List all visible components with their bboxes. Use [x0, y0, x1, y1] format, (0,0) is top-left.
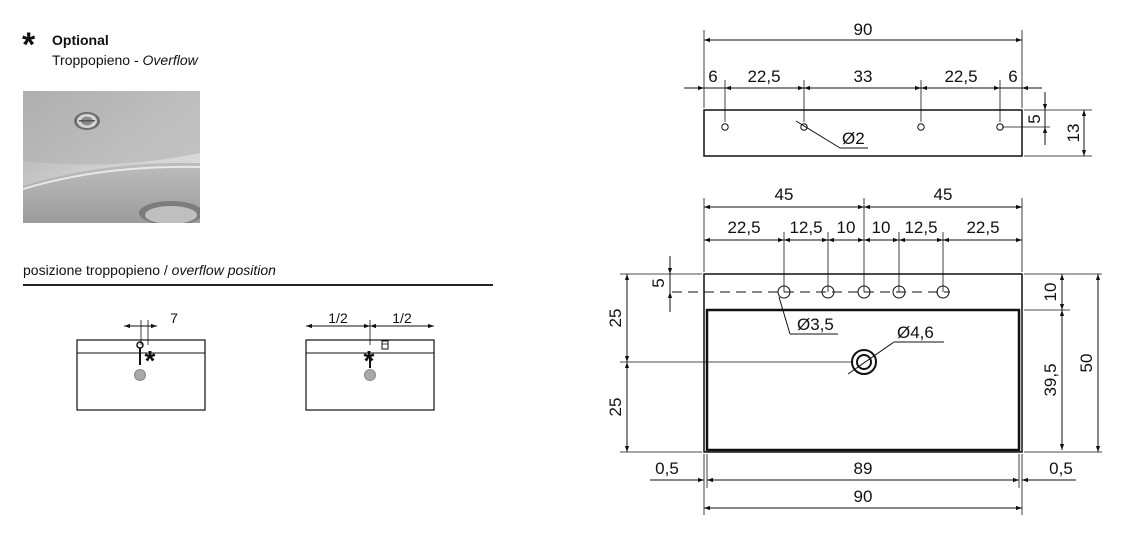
top-segment-label: 12,5 — [904, 218, 937, 237]
overflow-position-left — [76, 320, 206, 411]
right-basin-label: 39,5 — [1041, 363, 1060, 396]
tap-hole — [857, 285, 871, 299]
left-lower-label: 25 — [606, 398, 625, 417]
overflow-photo-icon — [23, 91, 200, 223]
drain-hole — [851, 349, 877, 375]
optional-star-icon: * — [364, 345, 375, 376]
overflow-position-heading-en: overflow position — [171, 262, 276, 278]
side-hole — [800, 123, 808, 131]
basin-outline — [705, 308, 1021, 452]
inner-width-label: 89 — [854, 459, 873, 478]
side-hole — [721, 123, 729, 131]
legend-subtitle-it: Troppopieno - — [52, 52, 143, 68]
margin-right-label: 0,5 — [1049, 459, 1073, 478]
tap-hole — [777, 285, 791, 299]
offset-label: 7 — [170, 310, 178, 326]
left-offset-label: 5 — [649, 278, 668, 287]
tap-hole — [821, 285, 835, 299]
overflow-position-heading-it: posizione troppopieno / — [23, 262, 172, 278]
tap-hole — [892, 285, 906, 299]
top-segment-label: 22,5 — [966, 218, 999, 237]
side-height-small-label: 5 — [1025, 114, 1044, 123]
tap-hole-diameter-label: Ø3,5 — [797, 315, 834, 334]
right-total-label: 50 — [1077, 354, 1096, 373]
heading-divider — [23, 284, 493, 286]
top-segment-label: 10 — [837, 218, 856, 237]
side-segment-label: 33 — [854, 67, 873, 86]
side-height-total-label: 13 — [1064, 124, 1083, 143]
side-segment-label: 6 — [1008, 67, 1017, 86]
half-label: 1/2 — [328, 310, 348, 326]
right-upper-label: 10 — [1041, 283, 1060, 302]
top-view-outer — [703, 273, 1023, 453]
margin-left-label: 0,5 — [655, 459, 679, 478]
side-segment-label: 22,5 — [944, 67, 977, 86]
overflow-position-heading: posizione troppopieno / overflow positio… — [23, 262, 276, 278]
optional-star-icon: * — [22, 26, 36, 64]
top-segment-label: 12,5 — [789, 218, 822, 237]
top-half-label: 45 — [775, 185, 794, 204]
side-hole — [917, 123, 925, 131]
side-segment-label: 6 — [708, 67, 717, 86]
drain-diameter-label: Ø4,6 — [897, 323, 934, 342]
side-view-outline — [703, 109, 1023, 157]
top-segment-label: 10 — [872, 218, 891, 237]
overflow-position-right — [305, 320, 435, 411]
top-half-label: 45 — [934, 185, 953, 204]
optional-star-icon: * — [145, 345, 156, 376]
side-segment-label: 22,5 — [747, 67, 780, 86]
left-upper-label: 25 — [606, 309, 625, 328]
half-label: 1/2 — [392, 310, 412, 326]
legend-subtitle-en: Overflow — [142, 52, 198, 68]
side-total-width-label: 90 — [854, 20, 873, 39]
tap-hole — [936, 285, 950, 299]
legend-subtitle: Troppopieno - Overflow — [52, 52, 198, 68]
top-segment-label: 22,5 — [727, 218, 760, 237]
side-hole-diameter-label: Ø2 — [842, 129, 865, 148]
outer-width-label: 90 — [854, 487, 873, 506]
legend-title: Optional — [52, 32, 109, 48]
